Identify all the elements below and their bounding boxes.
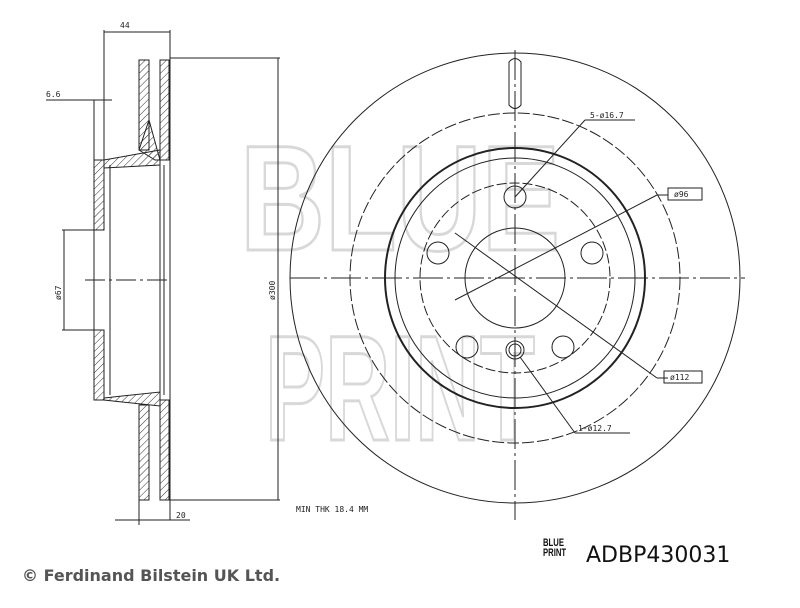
dim-pcd: ø96 bbox=[674, 190, 689, 199]
dim-diameter: ø300 bbox=[268, 281, 277, 300]
logo-top: BLUE bbox=[543, 537, 564, 549]
dim-centering: ø112 bbox=[670, 373, 689, 382]
dim-hub-bore: ø67 bbox=[54, 285, 63, 300]
side-section-view bbox=[46, 30, 280, 525]
dim-44: 44 bbox=[120, 21, 130, 30]
dim-6-6: 6.6 bbox=[46, 90, 61, 99]
svg-text:BLUE: BLUE bbox=[240, 114, 560, 282]
part-number: ADBP430031 bbox=[586, 543, 731, 568]
dim-thickness: 20 bbox=[176, 511, 186, 520]
watermark: BLUE PRINT bbox=[239, 113, 562, 474]
dim-locating-hole: 1-ø12.7 bbox=[578, 424, 612, 433]
copyright: © Ferdinand Bilstein UK Ltd. bbox=[22, 566, 281, 585]
logo-bottom: PRINT bbox=[543, 547, 567, 559]
dim-bolt-holes: 5-ø16.7 bbox=[590, 111, 624, 120]
min-thickness: MIN THK 18.4 MM bbox=[296, 505, 368, 514]
front-view bbox=[289, 50, 745, 520]
svg-text:PRINT: PRINT bbox=[265, 304, 535, 472]
